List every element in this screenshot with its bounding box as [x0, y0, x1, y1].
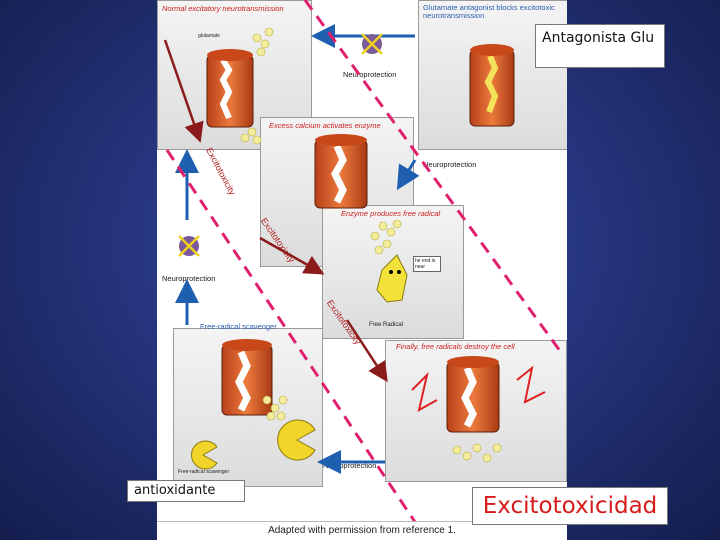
callout-antagonist: Antagonista Glu: [535, 24, 665, 68]
receptor-blocked-icon: [361, 33, 383, 55]
figure-artwork: [163, 0, 565, 540]
panel-title: Enzyme produces free radical: [341, 209, 441, 218]
callout-antioxidant: antioxidante: [127, 480, 245, 502]
neuroprotection-label-2: Neuroprotection: [423, 160, 477, 169]
figure-image: Normal excitatory neurotransmission glut…: [157, 0, 567, 540]
glutamate-label: glutamate: [198, 33, 220, 39]
panel-title: Glutamate antagonist blocks excitotoxic …: [423, 3, 555, 20]
panel-title: Normal excitatory neurotransmission: [162, 4, 284, 13]
diagonal-dashed-lines: [165, 0, 565, 540]
scavenger-sublabel: Free-radical scavenger: [178, 469, 230, 475]
panel-title: Excess calcium activates enzyme: [269, 121, 381, 130]
panel-title: Finally, free radicals destroy the cell: [396, 342, 515, 351]
excitotoxicity-arrow-2: [259, 236, 325, 275]
free-radical-label: Free Radical: [369, 322, 404, 328]
figure-credit: Adapted with permission from reference 1…: [157, 521, 567, 540]
ion-channel-scavenger: [221, 339, 273, 416]
excitotoxicity-arrow-1: [163, 39, 204, 143]
ion-channel-destroyed: [411, 356, 546, 433]
neuroprotection-label-4: Neuroprotection: [323, 461, 377, 470]
panel-title: Free-radical scavenger: [200, 322, 277, 331]
ion-channel-normal: [206, 49, 254, 128]
receptor-blocked-icon: [178, 235, 200, 257]
ion-channel-calcium: [314, 134, 368, 209]
pacman-scavenger: [191, 419, 316, 470]
neuroprotection-label-3: Neuroprotection: [162, 274, 216, 283]
ion-cluster: [240, 27, 502, 463]
free-radical-creature: [376, 254, 408, 303]
callout-excitotoxicity: Excitotoxicidad: [472, 487, 668, 525]
excitotoxicity-arrow-3: [345, 319, 388, 383]
neuroprotection-label-1: Neuroprotection: [343, 70, 397, 79]
speech-bubble-text: he end is near: [413, 256, 441, 272]
neuroprotection-arrow-2: [396, 159, 420, 191]
ion-channel-antagonist: [469, 44, 515, 127]
